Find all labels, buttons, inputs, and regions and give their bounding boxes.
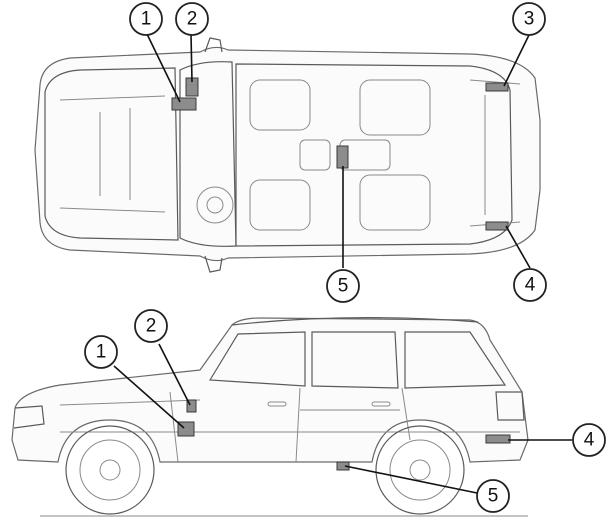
front-wheel <box>65 425 155 515</box>
side-view-body-outline <box>11 317 529 463</box>
top-callout-5: 5 <box>326 269 360 303</box>
side-callout-5-label: 5 <box>488 486 499 507</box>
top-view-leaders <box>146 33 531 269</box>
top-callout-2-label: 2 <box>187 9 198 30</box>
rear-side-window <box>311 331 399 389</box>
headlamp <box>13 405 45 429</box>
top-view-cabin <box>235 63 513 247</box>
side-callout-1-label: 1 <box>96 342 107 363</box>
top-module-4 <box>485 221 509 231</box>
top-callout-3: 3 <box>512 2 546 36</box>
top-callout-1: 1 <box>129 2 163 36</box>
roof-rail <box>231 317 479 326</box>
top-callout-1-label: 1 <box>141 9 152 30</box>
side-callout-5: 5 <box>476 479 510 513</box>
side-callout-2-label: 2 <box>146 316 157 337</box>
top-module-1 <box>171 97 197 111</box>
top-callout-5-label: 5 <box>338 276 349 297</box>
side-module-4 <box>485 434 511 444</box>
side-callout-4: 4 <box>572 423 606 457</box>
top-view-vehicle <box>34 37 541 273</box>
top-module-5 <box>336 145 349 169</box>
top-callout-3-label: 3 <box>524 9 535 30</box>
steering-wheel <box>196 186 234 224</box>
quarter-window <box>404 331 507 389</box>
top-callout-4-label: 4 <box>525 275 536 296</box>
side-view-vehicle <box>11 317 529 517</box>
front-side-window <box>208 331 306 387</box>
top-module-3 <box>485 82 509 92</box>
left-mirror <box>204 37 223 53</box>
side-callout-1: 1 <box>84 335 118 369</box>
side-callout-4-label: 4 <box>584 430 595 451</box>
tail-lamp <box>495 391 525 421</box>
side-module-5 <box>336 461 350 471</box>
top-callout-4: 4 <box>513 268 547 302</box>
top-view-hood <box>44 67 179 241</box>
side-view-leaders <box>113 343 572 494</box>
side-callout-2: 2 <box>134 309 168 343</box>
rear-wheel <box>375 425 465 515</box>
top-view-body-outline <box>34 46 541 262</box>
side-module-2 <box>186 399 197 413</box>
right-mirror <box>204 255 223 273</box>
top-callout-2: 2 <box>175 2 209 36</box>
